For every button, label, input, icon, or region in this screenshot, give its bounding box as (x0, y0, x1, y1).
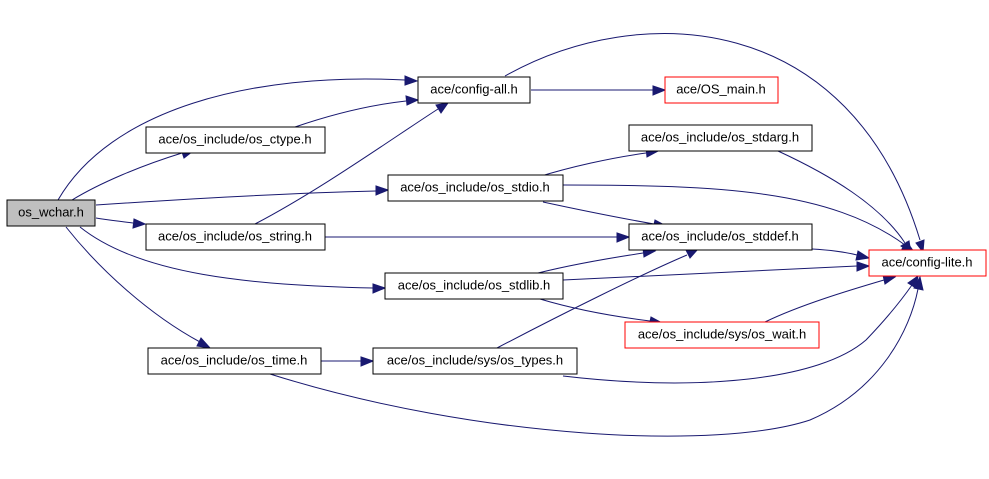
edge-os-stdlib-to-config-lite (562, 261, 871, 281)
node-os-types[interactable]: ace/os_include/sys/os_types.h (372, 347, 578, 375)
edge-os-time-to-config-lite (269, 275, 924, 437)
node-os-ctype[interactable]: ace/os_include/os_ctype.h (145, 126, 326, 154)
node-label-os-stddef: ace/os_include/os_stddef.h (641, 228, 799, 243)
node-os-stdlib[interactable]: ace/os_include/os_stdlib.h (384, 272, 564, 300)
edge-os-wchar-to-os-time (65, 226, 212, 349)
edge-config-all-to-os-main (531, 85, 667, 96)
node-label-os-stdio: ace/os_include/os_stdio.h (400, 179, 550, 194)
edge-os-ctype-to-config-all (294, 95, 420, 128)
node-os-stddef[interactable]: ace/os_include/os_stddef.h (628, 223, 813, 251)
edge-os-wchar-to-os-stdlib (79, 226, 387, 294)
edge-os-wchar-to-os-string (95, 217, 147, 229)
node-os-stdio[interactable]: ace/os_include/os_stdio.h (387, 174, 564, 202)
edge-os-stdio-to-os-stdarg (537, 147, 660, 178)
edge-os-stddef-to-config-lite (811, 248, 871, 261)
node-os-time[interactable]: ace/os_include/os_time.h (147, 347, 322, 375)
node-label-os-main: ace/OS_main.h (676, 81, 766, 96)
edge-os-time-to-os-types (321, 356, 375, 367)
nodes: os_wchar.h ace/config-all.h ace/OS_main.… (6, 76, 987, 375)
edges (57, 33, 925, 437)
node-label-config-lite: ace/config-lite.h (881, 254, 972, 269)
node-os-main[interactable]: ace/OS_main.h (664, 76, 779, 104)
node-label-os-wait: ace/os_include/sys/os_wait.h (638, 326, 806, 341)
edge-os-types-to-config-lite (562, 274, 919, 384)
node-label-os-string: ace/os_include/os_string.h (158, 228, 312, 243)
node-os-wchar[interactable]: os_wchar.h (6, 199, 96, 227)
node-label-os-stdlib: ace/os_include/os_stdlib.h (398, 277, 551, 292)
node-label-os-wchar: os_wchar.h (18, 204, 84, 219)
node-config-lite[interactable]: ace/config-lite.h (868, 249, 987, 277)
node-os-stdarg[interactable]: ace/os_include/os_stdarg.h (628, 124, 813, 152)
node-config-all[interactable]: ace/config-all.h (417, 76, 531, 104)
edge-os-wchar-to-os-stdio (95, 185, 390, 206)
node-label-os-ctype: ace/os_include/os_ctype.h (158, 131, 311, 146)
node-os-wait[interactable]: ace/os_include/sys/os_wait.h (624, 321, 820, 349)
edge-config-all-to-config-lite (504, 33, 925, 254)
node-os-string[interactable]: ace/os_include/os_string.h (145, 223, 326, 251)
node-label-os-stdarg: ace/os_include/os_stdarg.h (641, 129, 799, 144)
edge-os-string-to-config-all (254, 102, 450, 225)
edge-os-wait-to-config-lite (764, 274, 897, 323)
node-label-os-types: ace/os_include/sys/os_types.h (387, 352, 563, 367)
edge-os-stdlib-to-os-stddef (537, 247, 657, 274)
node-label-os-time: ace/os_include/os_time.h (161, 352, 308, 367)
edge-os-wchar-to-os-ctype (71, 148, 195, 201)
edge-os-wchar-to-config-all (57, 75, 419, 201)
edge-os-string-to-os-stddef (325, 232, 631, 243)
node-label-config-all: ace/config-all.h (430, 81, 517, 96)
